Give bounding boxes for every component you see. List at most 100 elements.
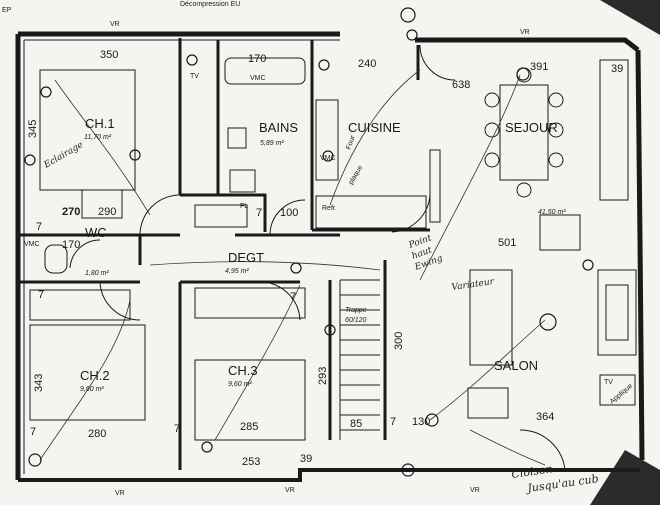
- note-ch1: Eclairage: [42, 140, 86, 171]
- wire-sejour: [419, 74, 521, 281]
- trappe-line2: 60/120: [345, 317, 367, 324]
- chair-2: [484, 122, 500, 138]
- furniture: [29, 57, 637, 441]
- vr-label-top-right: VR: [520, 29, 530, 36]
- door-swings: [69, 44, 566, 471]
- outlet-icon-1: [400, 7, 416, 23]
- dim-seven-g: 7: [290, 291, 296, 303]
- interior-walls: [20, 38, 430, 470]
- wire-ch1: [54, 79, 151, 216]
- dim-stair-run: 293: [317, 367, 329, 385]
- outlet-icon-17: [322, 150, 334, 162]
- room-degt-name: DEGT: [228, 250, 264, 265]
- armchair: [539, 214, 581, 251]
- dim-living-total: 638: [452, 79, 470, 91]
- bed-ch3: [194, 359, 306, 441]
- outlet-icon-13: [40, 86, 52, 98]
- vr-label-bottom-mid: VR: [285, 487, 295, 494]
- sideboard: [599, 59, 629, 201]
- dim-sejour-width: 391: [530, 61, 548, 73]
- dim-seven-a: 7: [256, 207, 262, 219]
- room-ch2-name: CH.2: [80, 368, 110, 383]
- dim-ch1-height: 345: [27, 120, 39, 138]
- outlet-icon-5: [516, 67, 530, 81]
- room-bains-name: BAINS: [259, 120, 298, 135]
- dim-bains-width: 170: [248, 53, 266, 65]
- room-salon-name: SALON: [494, 358, 538, 373]
- room-ch2-area: 9,60 m²: [80, 386, 104, 393]
- fireplace-inner: [605, 284, 629, 341]
- door-wc: [69, 239, 101, 269]
- dim-right-margin: 39: [611, 63, 623, 75]
- ep-label: EP: [2, 7, 12, 14]
- dim-stair-height: 300: [393, 332, 405, 350]
- door-ch1: [139, 194, 181, 236]
- wardrobe-ch3: [194, 287, 306, 319]
- outlet-icon-15: [129, 149, 141, 161]
- wire-ch2: [39, 299, 131, 461]
- fireplace: [597, 269, 637, 356]
- electrical-symbols: [24, 7, 594, 477]
- dimensions: 350 345 170 240 391 638 39 270 290 170 5…: [27, 49, 623, 468]
- vr-label-bottom-left: VR: [115, 490, 125, 497]
- dim-degt-run: 501: [498, 237, 516, 249]
- bathtub: [224, 57, 306, 85]
- header-text: Décompression EU: [180, 1, 240, 8]
- kitchen-counter-left: [315, 99, 339, 181]
- wire-salon: [429, 319, 546, 421]
- wire-ch3: [214, 284, 301, 441]
- dim-ch2-height: 343: [33, 374, 45, 392]
- dim-hall-b: 290: [98, 206, 116, 218]
- bath-wc: [229, 169, 256, 193]
- exterior-walls: [15, 31, 645, 482]
- trappe-line1: Trappe: [345, 307, 367, 314]
- chair-5: [548, 122, 564, 138]
- chair-8: [516, 182, 532, 198]
- outlet-icon-6: [539, 313, 557, 331]
- door-kitchen: [391, 194, 431, 233]
- dim-seven-b: 7: [36, 221, 42, 233]
- outlet-icon-16: [201, 441, 213, 453]
- door-bains: [269, 199, 306, 236]
- note-cloison-line1: Cloison: [511, 462, 554, 481]
- coffee-table: [467, 387, 509, 419]
- applique-label: Applique: [609, 383, 634, 406]
- chair-4: [548, 92, 564, 108]
- sofa: [469, 269, 513, 366]
- dim-kitchen-width: 240: [358, 58, 376, 70]
- dim-seven-c: 7: [38, 289, 44, 301]
- outlet-icon-12: [582, 259, 594, 271]
- door-salon: [519, 429, 566, 471]
- kitchen-counter-bottom: [315, 195, 427, 229]
- wire-cloison: [469, 429, 546, 466]
- room-degt-area: 4,95 m²: [225, 268, 249, 275]
- wall-top-right: [415, 37, 640, 52]
- page-corner-bottom-right: [590, 450, 660, 505]
- dim-salon-b: 364: [536, 411, 554, 423]
- vmc-label-bains: VMC: [250, 75, 266, 82]
- dim-salon-a: 130: [412, 416, 430, 428]
- chair-6: [548, 152, 564, 168]
- bed-ch1-pillow: [81, 189, 123, 219]
- four-label: Four: [345, 134, 357, 151]
- plaque-label: plaque: [348, 164, 365, 186]
- kitchen-island: [429, 149, 441, 223]
- wall-closet: [180, 193, 267, 232]
- dining-table: [499, 84, 549, 181]
- tv-label-salon: TV: [604, 379, 613, 386]
- tv-label-ch1: TV: [190, 73, 199, 80]
- wardrobe-ch2: [29, 289, 131, 321]
- outlet-icon-3: [318, 59, 330, 71]
- outlet-icon-4: [406, 29, 418, 41]
- outlet-icon-2: [186, 54, 198, 66]
- wiring: [39, 69, 546, 466]
- dim-ch3-width: 285: [240, 421, 258, 433]
- dim-closet: 100: [280, 207, 298, 219]
- refr-label: Refr.: [322, 205, 337, 212]
- wire-kitchen: [329, 69, 421, 206]
- room-wc-area: 1,80 m²: [85, 270, 109, 277]
- wall-bottom: [18, 468, 640, 482]
- room-salon-area: 41,50 m²: [538, 209, 566, 216]
- outlet-icon-7: [290, 262, 302, 274]
